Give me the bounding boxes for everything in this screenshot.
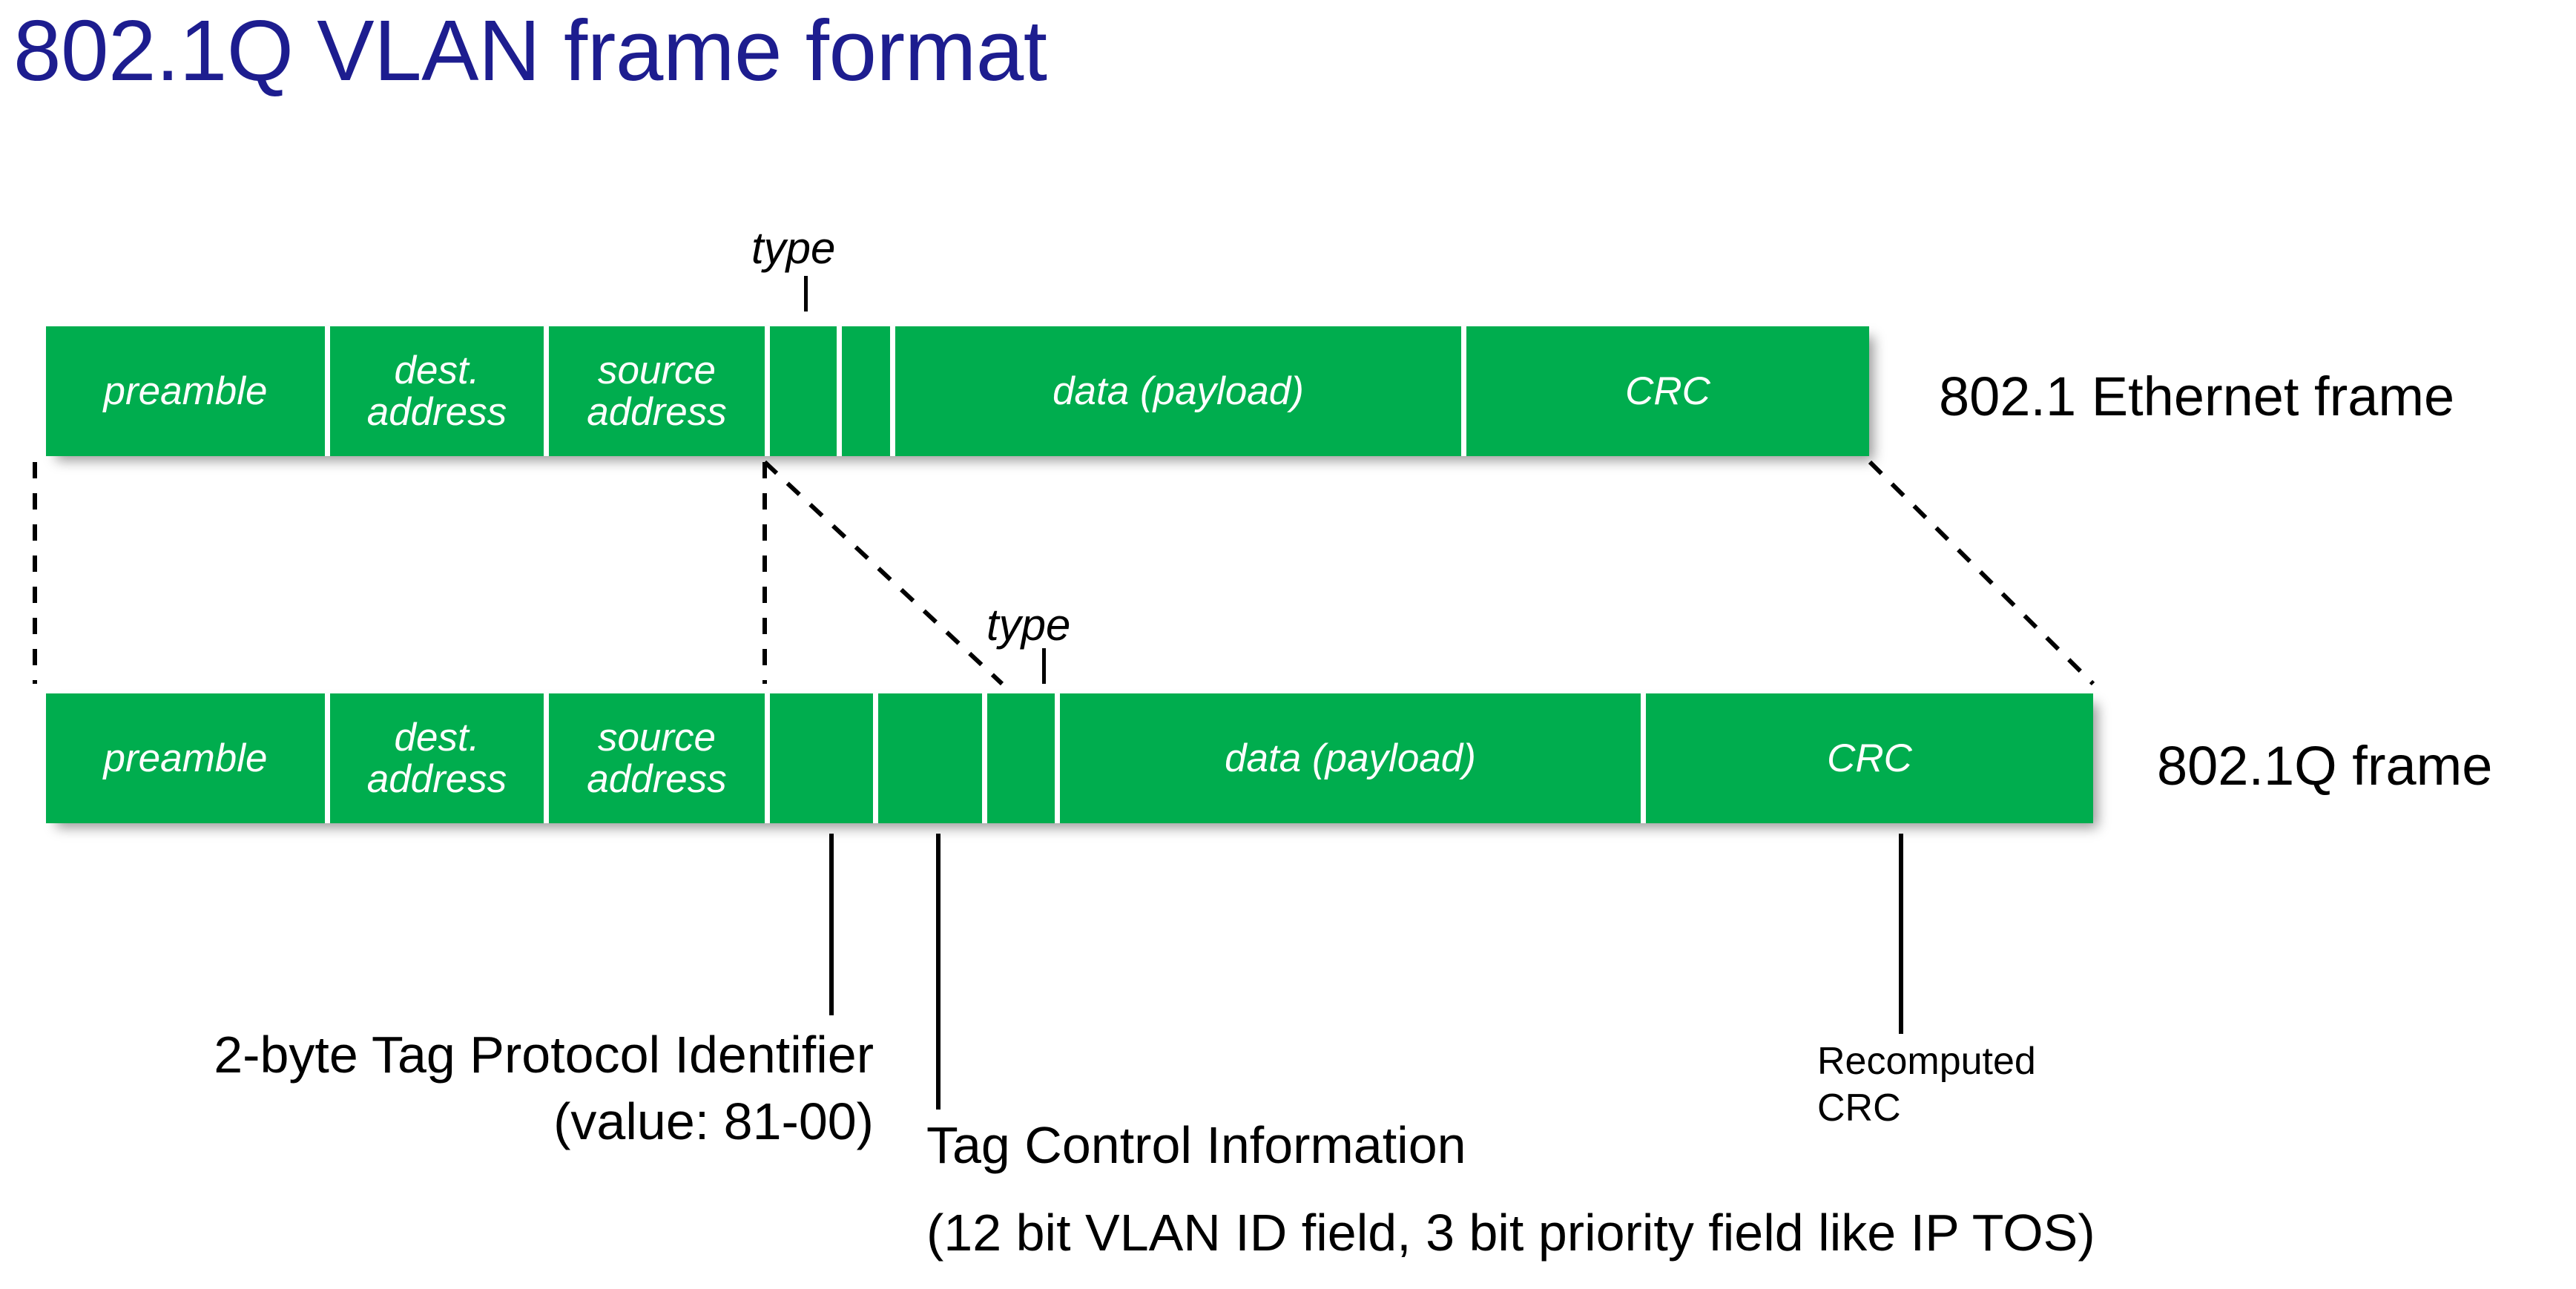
field-ethernet-source-address[interactable]: source address [549,326,770,456]
field-ethernet-type[interactable] [842,326,895,456]
field-dot1q-dest-address[interactable]: dest. address [330,693,549,823]
field-label: data (payload) [1225,736,1476,780]
field-label: CRC [1827,736,1912,780]
annotation-tci: Tag Control Information (12 bit VLAN ID … [926,1112,2095,1266]
annotation-tci-line2: (12 bit VLAN ID field, 3 bit priority fi… [926,1203,2095,1262]
type-callout-tick-ethernet [804,276,808,311]
connector-right-diagonal [1868,460,2095,686]
leader-line-tpid [829,834,834,1015]
field-dot1q-tag-protocol-identifier[interactable] [770,693,878,823]
field-label: dest. address [366,349,507,434]
type-callout-label-dot1q: type [986,600,1071,650]
connector-type-diagonal [762,460,1004,686]
page-title: 802.1Q VLAN frame format [13,2,1047,99]
field-label: dest. address [366,716,507,801]
ethernet-frame-caption: 802.1 Ethernet frame [1939,366,2455,427]
field-label: source address [587,716,727,801]
field-ethernet-dest-address[interactable]: dest. address [330,326,549,456]
leader-line-recomputed-crc [1899,834,1903,1034]
field-dot1q-data[interactable]: data (payload) [1060,693,1646,823]
field-label: source address [587,349,727,434]
annotation-crc-line1: Recomputed [1817,1040,2036,1083]
field-dot1q-source-address[interactable]: source address [549,693,770,823]
leader-line-tci [936,834,941,1110]
dot1q-frame: preamble dest. address source address da… [46,693,2093,823]
annotation-recomputed-crc: Recomputed CRC [1817,1038,2036,1133]
field-dot1q-crc[interactable]: CRC [1646,693,2093,823]
annotation-tpid-line1: 2-byte Tag Protocol Identifier [214,1026,874,1084]
dot1q-frame-caption: 802.1Q frame [2157,735,2493,797]
field-ethernet-preamble[interactable]: preamble [46,326,330,456]
type-callout-tick-dot1q [1042,648,1046,684]
field-ethernet-crc[interactable]: CRC [1466,326,1869,456]
annotation-tci-line1: Tag Control Information [926,1116,1466,1174]
field-ethernet-gap[interactable] [770,326,842,456]
type-callout-label-ethernet: type [751,223,836,273]
ethernet-frame: preamble dest. address source address da… [46,326,1869,456]
field-label: CRC [1625,369,1710,413]
field-ethernet-data[interactable]: data (payload) [895,326,1466,456]
annotation-tci-spacer [926,1179,2095,1200]
field-dot1q-type[interactable] [987,693,1060,823]
annotation-tpid: 2-byte Tag Protocol Identifier (value: 8… [162,1022,874,1155]
field-label: preamble [103,736,268,780]
field-dot1q-tag-control-information[interactable] [878,693,987,823]
field-label: data (payload) [1053,369,1304,413]
annotation-crc-line2: CRC [1817,1087,1901,1130]
field-dot1q-preamble[interactable]: preamble [46,693,330,823]
field-label: preamble [103,369,268,413]
annotation-tpid-line2: (value: 81-00) [553,1092,874,1150]
